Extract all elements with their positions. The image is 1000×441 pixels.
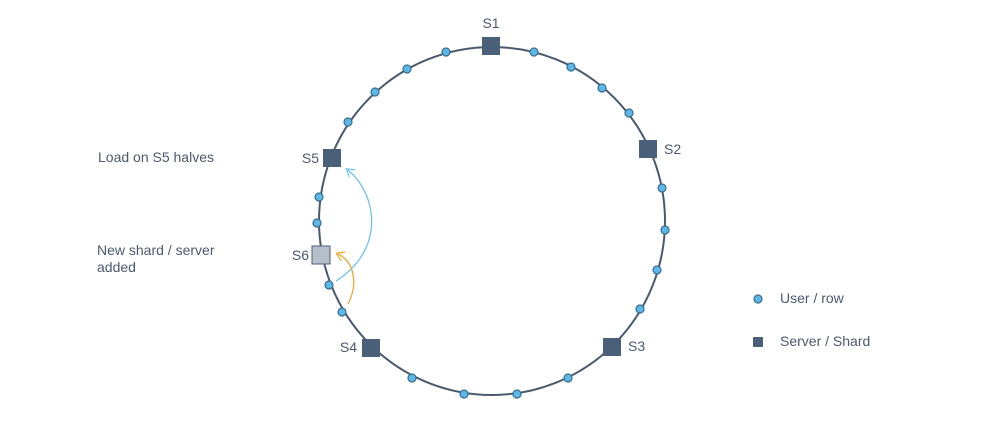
user-row-node [652, 265, 662, 275]
user-row-node [563, 373, 573, 383]
user-row-node [660, 225, 670, 235]
legend: User / row Server / Shard [753, 290, 870, 349]
server-s1: S1 [482, 15, 500, 55]
server-square [323, 149, 341, 167]
legend-server-icon [753, 337, 763, 347]
user-row-node [529, 47, 539, 57]
server-s4: S4 [340, 339, 380, 357]
s6-added-note-line2: added [97, 259, 136, 275]
rebalance-arrow-blue [335, 170, 373, 282]
user-row-node [343, 117, 353, 127]
server-label-s2: S2 [664, 141, 681, 157]
user-row-node [441, 47, 451, 57]
user-row-node [324, 280, 334, 290]
user-row-node [312, 218, 322, 228]
server-label-s3: S3 [628, 338, 645, 354]
server-s3: S3 [603, 338, 645, 356]
user-row-node [657, 183, 667, 193]
user-row-nodes [312, 47, 670, 399]
s6-added-note-line1: New shard / server [97, 242, 215, 258]
user-row-node [624, 108, 634, 118]
server-label-s4: S4 [340, 339, 357, 355]
legend-server-shard-label: Server / Shard [780, 333, 870, 349]
server-square [603, 338, 621, 356]
user-row-node [370, 87, 380, 97]
legend-node-icon [753, 294, 763, 304]
server-label-s5: S5 [302, 150, 319, 166]
rebalance-arrow-orange [338, 254, 355, 305]
user-row-node [635, 304, 645, 314]
user-row-node [314, 192, 324, 202]
user-row-node [597, 83, 607, 93]
server-label-s6: S6 [292, 247, 309, 263]
user-row-node [407, 373, 417, 383]
user-row-node [459, 389, 469, 399]
server-s6: S6 [292, 245, 331, 265]
server-s2: S2 [639, 140, 681, 158]
user-row-node [337, 307, 347, 317]
s5-load-note: Load on S5 halves [98, 149, 214, 165]
server-s5: S5 [302, 149, 341, 167]
user-row-node [402, 64, 412, 74]
server-label-s1: S1 [482, 15, 499, 31]
server-square-new [311, 245, 331, 265]
user-row-node [566, 62, 576, 72]
server-square [639, 140, 657, 158]
user-row-node [512, 389, 522, 399]
server-square [362, 339, 380, 357]
legend-user-row-label: User / row [780, 290, 845, 306]
server-square [482, 37, 500, 55]
